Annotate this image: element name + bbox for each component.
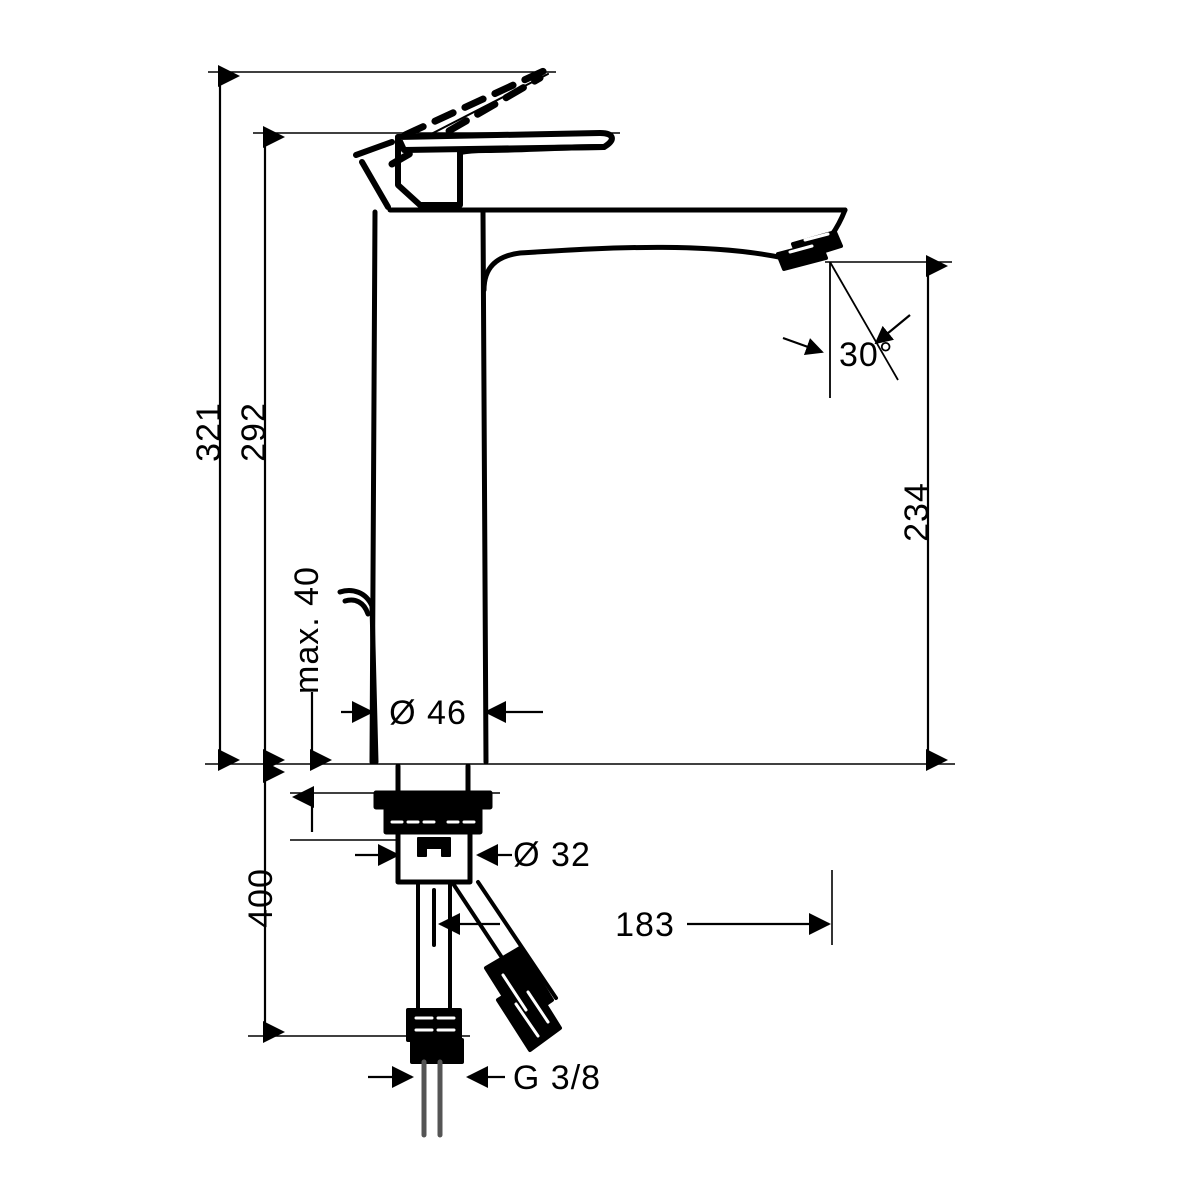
angle-arrow-right bbox=[874, 314, 911, 345]
shank-clip-bracket bbox=[417, 837, 451, 857]
shank-body bbox=[395, 829, 473, 885]
center-ferrule-slots bbox=[414, 1016, 456, 1032]
dimension-max-40: max. 40 bbox=[288, 566, 332, 832]
label-angle-30: 30° bbox=[839, 336, 893, 374]
center-tube-ferrule bbox=[406, 1008, 462, 1042]
angle-ray-30 bbox=[829, 261, 899, 381]
dimension-reach-183: 183 bbox=[438, 906, 831, 944]
handle-lever-lower bbox=[359, 159, 391, 210]
handle-lever-stub bbox=[353, 139, 395, 210]
popup-rod-inner bbox=[342, 597, 371, 617]
label-234: 234 bbox=[898, 482, 936, 542]
handle-closed bbox=[395, 130, 615, 208]
faucet-product-outline bbox=[337, 66, 848, 1138]
dimension-292: 292 bbox=[235, 126, 285, 771]
handle-dashed-top bbox=[401, 66, 550, 139]
label-max-40: max. 40 bbox=[288, 566, 326, 694]
hose2-nut bbox=[496, 978, 562, 1052]
g38-nut bbox=[410, 1038, 464, 1064]
handle-dashed-bottom bbox=[388, 74, 544, 168]
aerator-lower-block bbox=[776, 241, 828, 271]
aerator-slot-2 bbox=[788, 244, 814, 254]
popup-waste-lever bbox=[337, 588, 379, 765]
shank-outline bbox=[395, 829, 473, 885]
handle-underside-sweep bbox=[457, 144, 607, 155]
handle-lever-upper bbox=[353, 139, 395, 158]
flange-washer bbox=[373, 790, 493, 810]
label-diameter-32: Ø 32 bbox=[513, 836, 591, 874]
dimension-321: 321 bbox=[190, 65, 240, 771]
label-292: 292 bbox=[235, 402, 273, 462]
hose2-slot-highlights bbox=[501, 973, 550, 1038]
dimension-234: 234 bbox=[898, 255, 948, 771]
body-column bbox=[369, 209, 489, 765]
popup-rod-outer bbox=[337, 588, 379, 765]
spout-lower bbox=[481, 244, 803, 293]
thread-connection bbox=[410, 1038, 464, 1138]
dimension-diameter-46: Ø 46 bbox=[341, 694, 543, 732]
spout-underside bbox=[481, 244, 803, 293]
dimension-angle-30: 30° bbox=[782, 261, 911, 398]
shank-clip bbox=[417, 837, 451, 857]
label-diameter-46: Ø 46 bbox=[389, 694, 467, 732]
body-right-edge bbox=[480, 209, 489, 765]
aerator-slot-1 bbox=[803, 232, 830, 242]
dimension-thread-g38: G 3/8 bbox=[368, 1059, 601, 1097]
flexible-hose-second bbox=[450, 880, 562, 1052]
hose2-right-edge bbox=[476, 880, 558, 1000]
label-321: 321 bbox=[190, 402, 228, 462]
dimension-400: 400 bbox=[242, 761, 285, 1043]
label-thread-g38: G 3/8 bbox=[513, 1059, 601, 1097]
supply-tube-center bbox=[406, 880, 462, 1042]
handle-raised-dashed bbox=[388, 66, 550, 168]
label-400: 400 bbox=[242, 868, 280, 928]
label-reach-183: 183 bbox=[615, 906, 675, 944]
dimension-diameter-32: Ø 32 bbox=[355, 836, 591, 874]
angle-arrow-left bbox=[782, 336, 824, 356]
aerator-slot-highlights bbox=[788, 232, 830, 254]
handle-body-left bbox=[395, 134, 463, 208]
